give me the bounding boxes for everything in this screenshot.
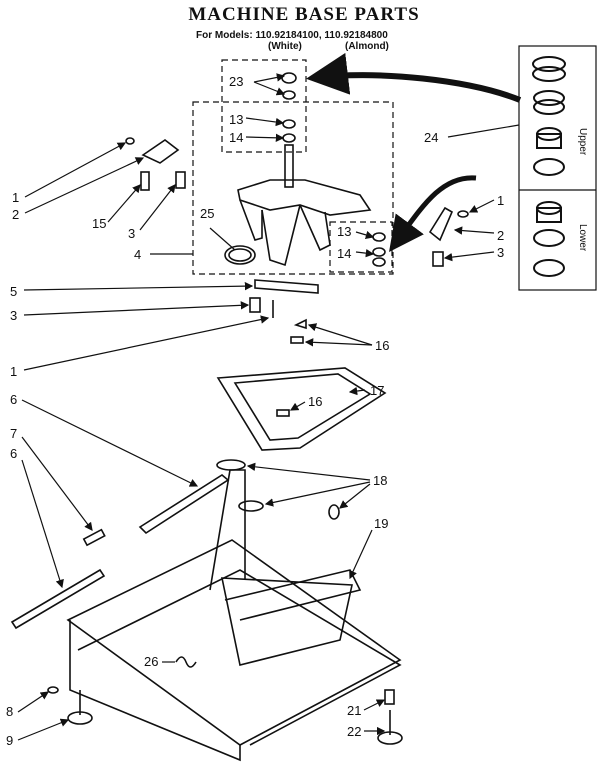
upper-kit-arrow [306,52,522,103]
lower-label: Lower [577,224,588,252]
right-hardware [428,206,469,267]
callout-16-b: 16 [308,394,322,409]
upper-label: Upper [577,128,588,156]
callout-23: 23 [229,74,243,89]
leveling-legs [47,656,403,745]
callout-1-a: 1 [12,190,19,205]
transmission-assembly [224,72,386,267]
callout-4: 4 [134,247,141,262]
variant-almond: (Almond) [345,41,389,52]
callout-25: 25 [200,206,214,221]
tub-support-plate [216,318,387,451]
callout-14-b: 14 [337,246,351,261]
callout-26: 26 [144,654,158,669]
callout-22: 22 [347,724,361,739]
callout-1-c: 1 [10,364,17,379]
callout-24: 24 [424,130,438,145]
callout-13-a: 13 [229,112,243,127]
side-rails [10,474,230,630]
callout-17: 17 [370,383,384,398]
lower-kit-arrow [389,175,477,253]
callout-19: 19 [374,516,388,531]
callout-7: 7 [10,426,17,441]
callout-6-b: 6 [10,446,17,461]
callout-3-a: 3 [128,226,135,241]
callout-16-a: 16 [375,338,389,353]
base-frame [66,459,402,762]
callout-8: 8 [6,704,13,719]
callout-2-a: 2 [12,207,19,222]
callout-2-b: 2 [497,228,504,243]
diagram-title: MACHINE BASE PARTS [188,4,420,25]
callout-15: 15 [92,216,106,231]
leader-lines [17,73,520,741]
callout-6-a: 6 [10,392,17,407]
callout-18: 18 [373,473,387,488]
callout-14-a: 14 [229,130,243,145]
callout-21: 21 [347,703,361,718]
callout-3-b: 3 [497,245,504,260]
callout-labels: 1 2 15 3 4 25 23 13 14 24 13 14 1 2 3 5 … [6,74,504,748]
callout-1-b: 1 [497,193,504,208]
bearing-kit-panel [518,45,597,291]
transmission-assembly-box [192,59,394,275]
bearing-rings [532,56,566,277]
variant-white: (White) [268,41,302,52]
callout-5: 5 [10,284,17,299]
model-numbers: For Models: 110.92184100, 110.92184800 [196,30,388,41]
callout-9: 9 [6,733,13,748]
callout-13-b: 13 [337,224,351,239]
callout-3-c: 3 [10,308,17,323]
mid-hardware [249,279,319,318]
left-hardware [125,137,186,191]
